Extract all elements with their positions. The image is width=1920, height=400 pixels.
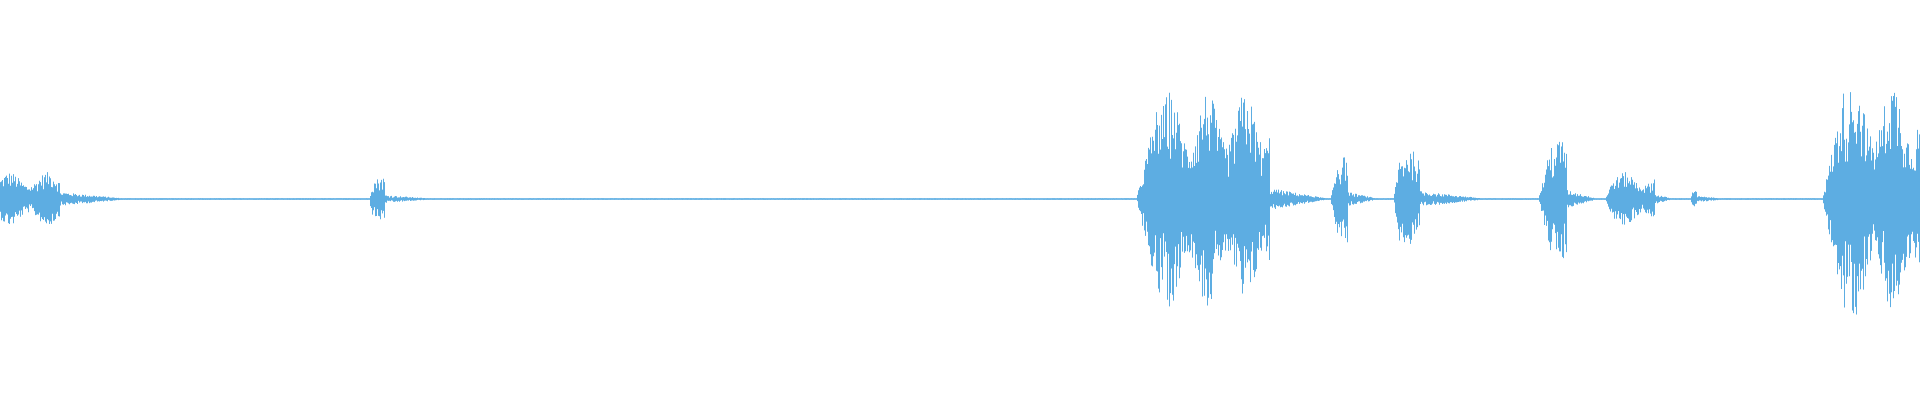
waveform-path — [0, 92, 1920, 315]
